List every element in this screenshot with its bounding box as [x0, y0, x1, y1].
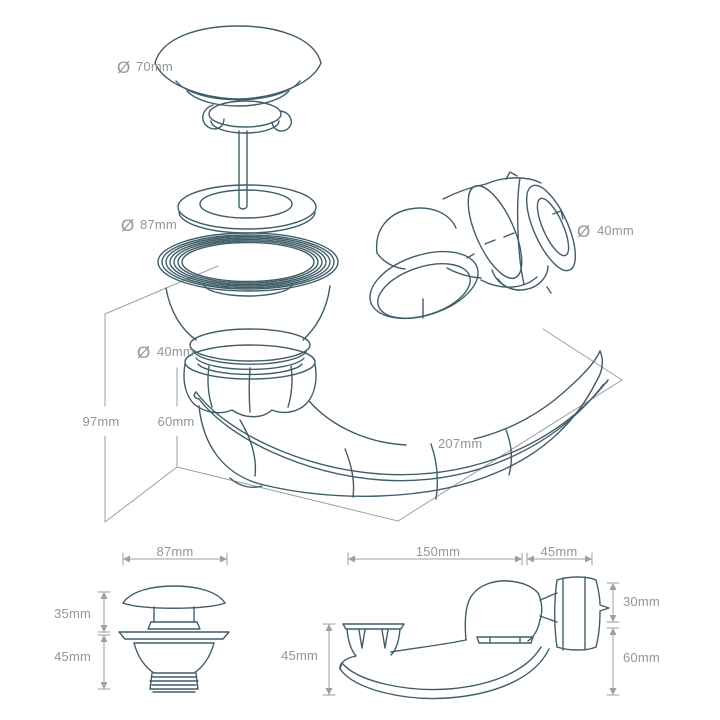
plug-width-label: 87mm: [157, 544, 194, 559]
plug-side-drawing: [118, 585, 230, 693]
exploded-dimension-labels: Ø 70mm Ø 87mm Ø 40mm Ø 40mm 97mm 60mm 20…: [83, 58, 634, 451]
exploded-waste-assembly: [154, 25, 609, 500]
trap-side-view: 150mm 45mm 30mm 60mm 45mm: [281, 544, 660, 700]
plug-cap: [154, 25, 322, 107]
nut-diameter-label: 40mm: [157, 344, 194, 359]
plug-side-dimensions: [97, 552, 228, 690]
elbow-collar-joint: [369, 250, 479, 320]
trap-side-drawing: [339, 576, 610, 700]
plug-cap-height-label: 35mm: [54, 606, 91, 621]
elbow-pipe: [375, 183, 515, 279]
flange-diameter-label: 87mm: [140, 217, 177, 232]
washer-flange: [177, 184, 317, 234]
trap-body-height-label: 60mm: [623, 650, 660, 665]
trap-inlet-height-label: 45mm: [281, 648, 318, 663]
outlet-diameter-label: 40mm: [597, 223, 634, 238]
gasket-coil: [157, 232, 339, 297]
plug-body-depth-label: 45mm: [54, 649, 91, 664]
strainer-funnel: [165, 285, 331, 376]
plug-stem: [238, 130, 248, 210]
outlet-nut: [466, 171, 577, 294]
backnut: [183, 344, 317, 418]
compression-ring: [491, 265, 549, 291]
cap-diameter-label: 70mm: [136, 59, 173, 74]
diameter-symbol-cap: Ø: [117, 58, 130, 77]
trap-outlet-length-label: 45mm: [541, 544, 578, 559]
plug-side-view: 87mm 35mm 45mm: [54, 544, 230, 693]
body-skirt-band: [193, 379, 609, 482]
overall-length-label: 207mm: [438, 436, 482, 451]
diameter-symbol-flange: Ø: [121, 216, 134, 235]
trap-body-height-label: 60mm: [158, 414, 195, 429]
exploded-construction-box: [104, 265, 623, 523]
overall-height-label: 97mm: [83, 414, 120, 429]
bounding-box-lines: [104, 265, 623, 523]
trap-side-dimensions: [322, 552, 620, 696]
trap-length-label: 150mm: [416, 544, 460, 559]
plug-clip-mechanism: [202, 100, 292, 134]
diameter-symbol-outlet: Ø: [577, 222, 590, 241]
trap-outlet-height-label: 30mm: [623, 594, 660, 609]
trap-body: [198, 350, 604, 500]
diameter-symbol-nut: Ø: [137, 343, 150, 362]
